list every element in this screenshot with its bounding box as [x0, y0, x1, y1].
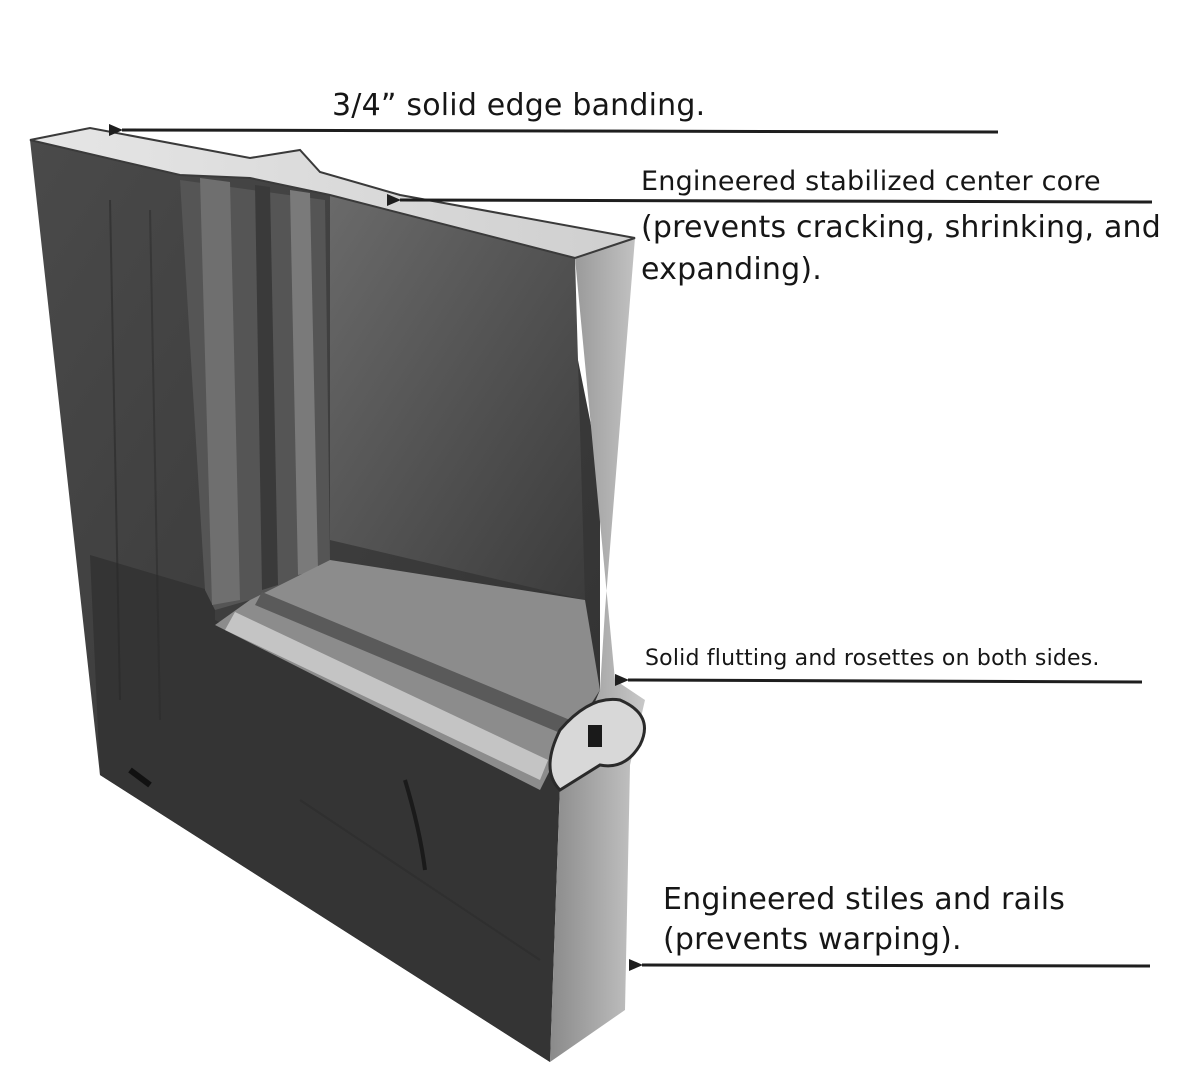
stiles-rails-line-2: (prevents warping). [663, 922, 962, 957]
flutting-label: Solid flutting and rosettes on both side… [645, 646, 1100, 671]
bottom-rail [90, 555, 560, 1062]
stiles-rails-line-1: Engineered stiles and rails [663, 882, 1066, 917]
center-core-leader [386, 193, 1153, 206]
center-core-description: (prevents cracking, shrinking, and expan… [641, 207, 1161, 291]
center-core-line-2: (prevents cracking, shrinking, and [641, 210, 1161, 245]
flutting-leader [614, 673, 1143, 686]
edge-stile [550, 238, 645, 1062]
recessed-panel [330, 195, 585, 600]
edge-banding-leader [108, 123, 999, 136]
stiles-rails-label: Engineered stiles and rails (prevents wa… [663, 880, 1065, 960]
edge-banding-label: 3/4” solid edge banding. [332, 88, 706, 123]
center-core-line-3: expanding). [641, 252, 822, 287]
callout-lines [108, 123, 1153, 971]
door-section-illustration [29, 126, 646, 1062]
center-core-label: Engineered stabilized center core [641, 166, 1101, 197]
top-edge-banding [29, 126, 636, 260]
stiles-leader [628, 958, 1151, 971]
